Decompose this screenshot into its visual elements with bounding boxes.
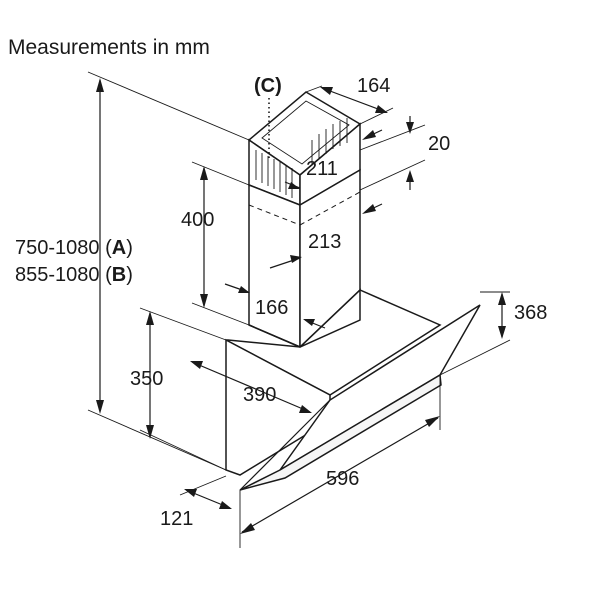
total-height-b-label: 855-1080 (B) <box>15 264 133 286</box>
offset-dimension <box>359 116 426 214</box>
lower-chimney <box>248 168 361 349</box>
bottom-depth-dimension <box>179 475 232 509</box>
glass-height-label: 368 <box>514 302 548 324</box>
telescope-dimension <box>191 161 250 326</box>
total-height-dimension <box>87 71 250 471</box>
hood-depth-label: 390 <box>243 384 277 406</box>
total-height-a-label: 750-1080 (A) <box>15 237 133 259</box>
glass-height-dimension <box>439 291 511 376</box>
offset-label: 20 <box>428 133 451 155</box>
hood-width-label: 596 <box>326 468 360 490</box>
telescope-length-label: 400 <box>181 209 215 231</box>
chimney-depth-label: 164 <box>357 75 391 97</box>
diagram-title: Measurements in mm <box>8 36 210 59</box>
hood-height-label: 350 <box>130 368 164 390</box>
hood-depth-dimension <box>190 361 312 413</box>
chimney-lower-depth-label: 166 <box>255 297 289 319</box>
chimney-depth-dimension <box>305 85 394 125</box>
chimney-width-dimension <box>269 255 302 269</box>
callout-c-label: (C) <box>254 75 282 97</box>
hood-front-face <box>225 338 331 476</box>
top-width-dimension <box>284 181 301 189</box>
glass-panel <box>239 304 481 491</box>
hood-width-dimension <box>239 378 441 548</box>
hood-height-dimension <box>139 307 227 471</box>
bottom-depth-label: 121 <box>160 508 194 530</box>
chimney-width-label: 213 <box>308 231 342 253</box>
upper-chimney <box>247 91 362 207</box>
lower-depth-dimension <box>224 283 326 329</box>
chimney-top-width-label: 211 <box>306 158 338 180</box>
